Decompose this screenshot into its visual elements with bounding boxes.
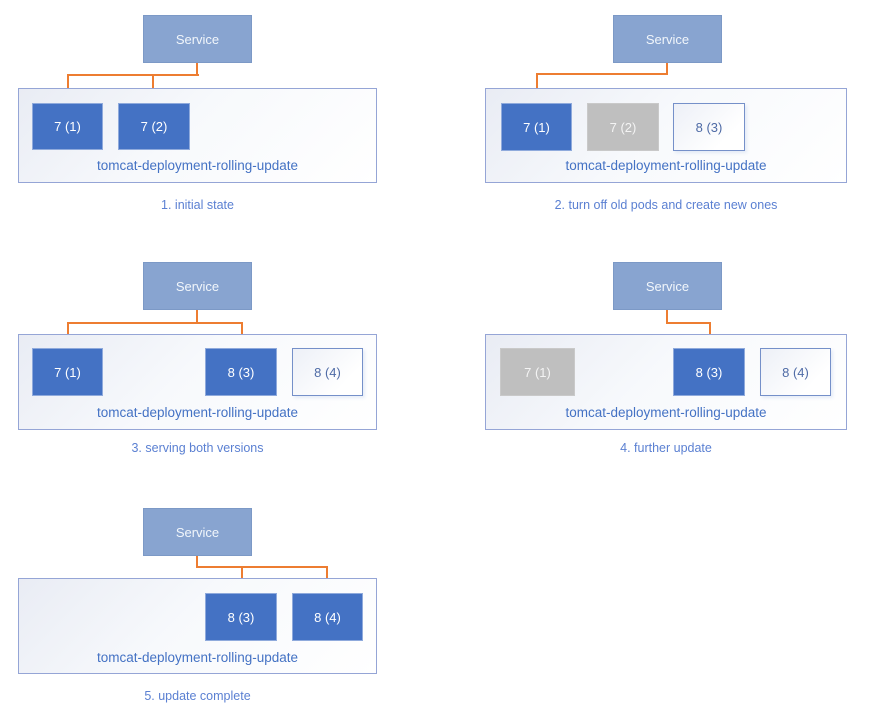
pod-7-1: 7 (1) [32,348,103,396]
service-label: Service [175,524,220,540]
panel-caption: 1. initial state [161,198,234,212]
pod-8-3: 8 (3) [673,103,745,151]
pod-label: 8 (3) [695,119,723,135]
connector-line [196,310,198,323]
connector-line [196,556,198,568]
pod-8-3: 8 (3) [205,348,277,396]
pod-label: 8 (3) [227,609,255,625]
pod-label: 8 (4) [314,609,341,625]
panel-3-serving-both-versions: Service 7 (1) 8 (3) 8 (4) tomcat-deploym… [0,240,435,480]
panel-2-turn-off-old-pods: Service 7 (1) 7 (2) 8 (3) tomcat-deploym… [435,0,870,240]
panel-5-update-complete: Service 8 (3) 8 (4) tomcat-deployment-ro… [0,480,435,718]
service-box: Service [143,508,252,556]
pod-label: 8 (3) [227,364,255,380]
connector-line [666,322,711,324]
pod-7-1: 7 (1) [501,103,572,151]
panel-caption: 5. update complete [144,689,251,703]
pod-8-4: 8 (4) [292,593,363,641]
service-label: Service [645,31,690,47]
pod-7-1: 7 (1) [32,103,103,150]
service-box: Service [143,15,252,63]
panel-caption: 3. serving both versions [131,441,264,455]
pod-label: 7 (1) [524,364,551,380]
pod-7-2: 7 (2) [118,103,190,150]
connector-line [709,322,711,339]
deployment-label: tomcat-deployment-rolling-update [565,405,767,420]
panel-caption: 2. turn off old pods and create new ones [554,198,778,212]
service-box: Service [613,15,722,63]
pod-label: 7 (1) [54,119,81,134]
pod-label: 7 (1) [523,119,550,135]
connector-line [67,322,243,324]
pod-label: 7 (2) [609,119,637,135]
connector-line [241,322,243,339]
connector-line [326,566,328,584]
connector-line [196,566,328,568]
connector-line [67,74,199,76]
deployment-label: tomcat-deployment-rolling-update [96,650,299,665]
connector-line [536,73,538,94]
pod-8-3: 8 (3) [205,593,277,641]
pod-8-4: 8 (4) [292,348,363,396]
service-box: Service [613,262,722,310]
service-label: Service [645,278,690,294]
deployment-label: tomcat-deployment-rolling-update [96,158,299,173]
pod-label: 8 (3) [695,364,723,380]
connector-line [67,322,69,339]
pod-8-3: 8 (3) [673,348,745,396]
connector-line [67,74,69,94]
service-label: Service [175,31,220,47]
panel-4-further-update: Service 7 (1) 8 (3) 8 (4) tomcat-deploym… [435,240,870,480]
service-box: Service [143,262,252,310]
pod-7-2: 7 (2) [587,103,659,151]
pod-8-4: 8 (4) [760,348,831,396]
connector-line [666,63,668,75]
pod-label: 7 (1) [54,364,81,380]
deployment-box [485,88,847,183]
deployment-label: tomcat-deployment-rolling-update [96,405,299,420]
panel-1-initial-state: Service 7 (1) 7 (2) tomcat-deployment-ro… [0,0,435,240]
panel-caption: 4. further update [620,441,712,455]
pod-label: 8 (4) [314,364,341,380]
pod-label: 8 (4) [782,364,809,380]
service-label: Service [175,278,220,294]
deployment-label: tomcat-deployment-rolling-update [565,158,767,173]
pod-label: 7 (2) [140,119,168,134]
connector-line [666,310,668,323]
pod-7-1: 7 (1) [500,348,575,396]
connector-line [152,74,154,94]
connector-line [536,73,668,75]
connector-line [241,566,243,584]
connector-line [196,63,198,75]
